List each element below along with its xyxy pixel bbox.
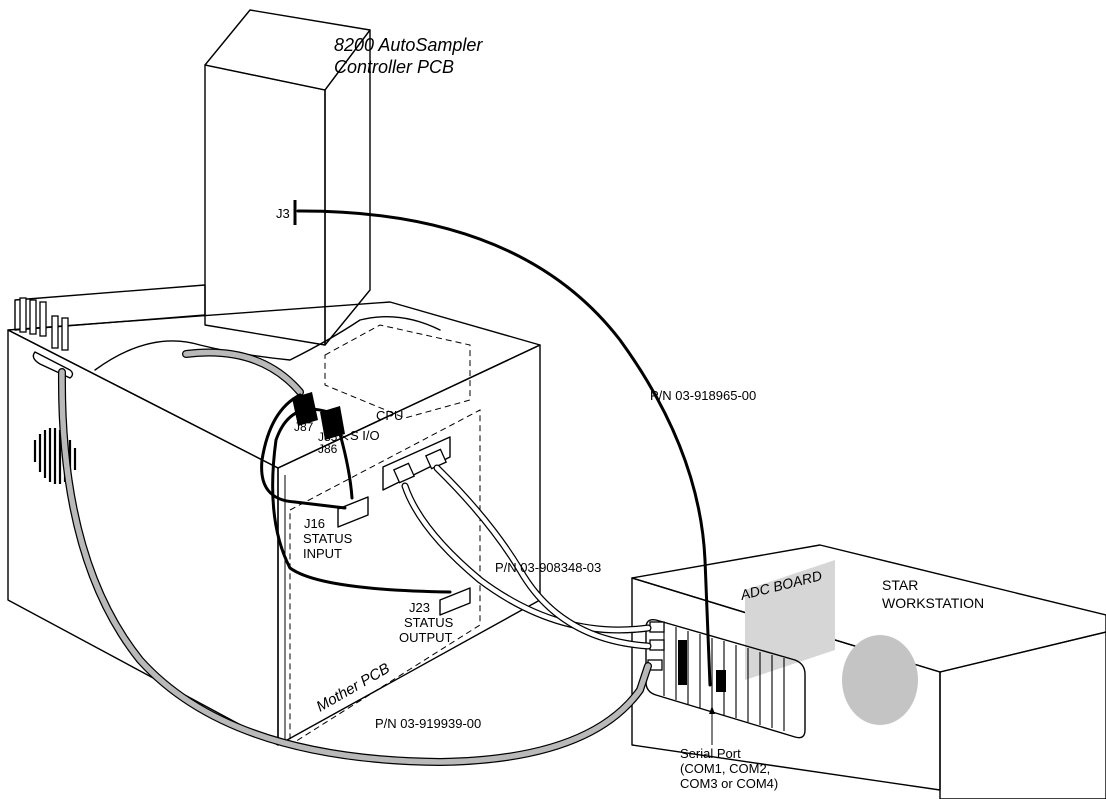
adc-card-bracket (678, 640, 687, 685)
serial-port-connector (716, 670, 726, 692)
mother-pcb-outline (289, 409, 481, 746)
speaker-disc (842, 635, 918, 725)
workstation-name-line2: WORKSTATION (882, 595, 984, 611)
gc-top-surface (7, 301, 541, 469)
cable-remote (57, 348, 652, 767)
gc-left-face (7, 329, 279, 746)
gc-status-ports (382, 436, 451, 491)
adc-board-panel (745, 560, 835, 680)
status-output-line1: STATUS (404, 615, 454, 630)
j87-label: J87 (294, 420, 314, 434)
adc-plug-1 (649, 621, 665, 633)
vent-slots (19, 297, 69, 351)
adc-plug-2 (649, 639, 665, 651)
j23-connector (439, 587, 471, 616)
cpu-board-outline (324, 324, 471, 419)
j86-label: J86 (318, 442, 338, 456)
cpu-label: CPU (376, 408, 403, 423)
status-output-line2: OUTPUT (399, 630, 453, 645)
controller-front (204, 64, 326, 346)
status-wires (260, 393, 452, 594)
serial-port-com-line2: COM3 or COM4) (680, 776, 778, 791)
status-input-line1: STATUS (303, 531, 353, 546)
gc-top-cover-edge (94, 316, 441, 371)
gc-instrument (7, 284, 541, 746)
serial-port-label: Serial Port (680, 746, 741, 761)
j23-label: J23 (409, 600, 430, 615)
status-input-line2: INPUT (303, 546, 342, 561)
cable-slot (32, 351, 74, 379)
star-workstation (631, 544, 1106, 799)
serial-cable-label: P/N 03-918965-00 (650, 388, 756, 403)
workstation-name-line1: STAR (882, 577, 918, 593)
j3-label: J3 (276, 206, 290, 221)
workstation-side (939, 631, 1106, 799)
status-cable-label: P/N 03-908348-03 (495, 560, 601, 575)
j16-connector (337, 496, 369, 528)
j85-label: J85 (318, 430, 338, 444)
controller-title-line2: Controller PCB (334, 57, 454, 77)
controller-title-line1: 8200 AutoSampler (334, 35, 483, 55)
j16-label: J16 (304, 516, 325, 531)
controller-side (324, 29, 371, 346)
serial-port-com-line1: (COM1, COM2, (680, 761, 770, 776)
workstation-rear-panel (645, 618, 806, 739)
sio-label: S I/O (350, 428, 380, 443)
autosampler-controller (204, 9, 371, 346)
remote-cable-label: P/N 03-919939-00 (375, 716, 481, 731)
j85-connector (320, 406, 345, 440)
cable-status (401, 464, 652, 650)
expansion-slots (663, 624, 785, 731)
cable-serial (296, 209, 712, 687)
